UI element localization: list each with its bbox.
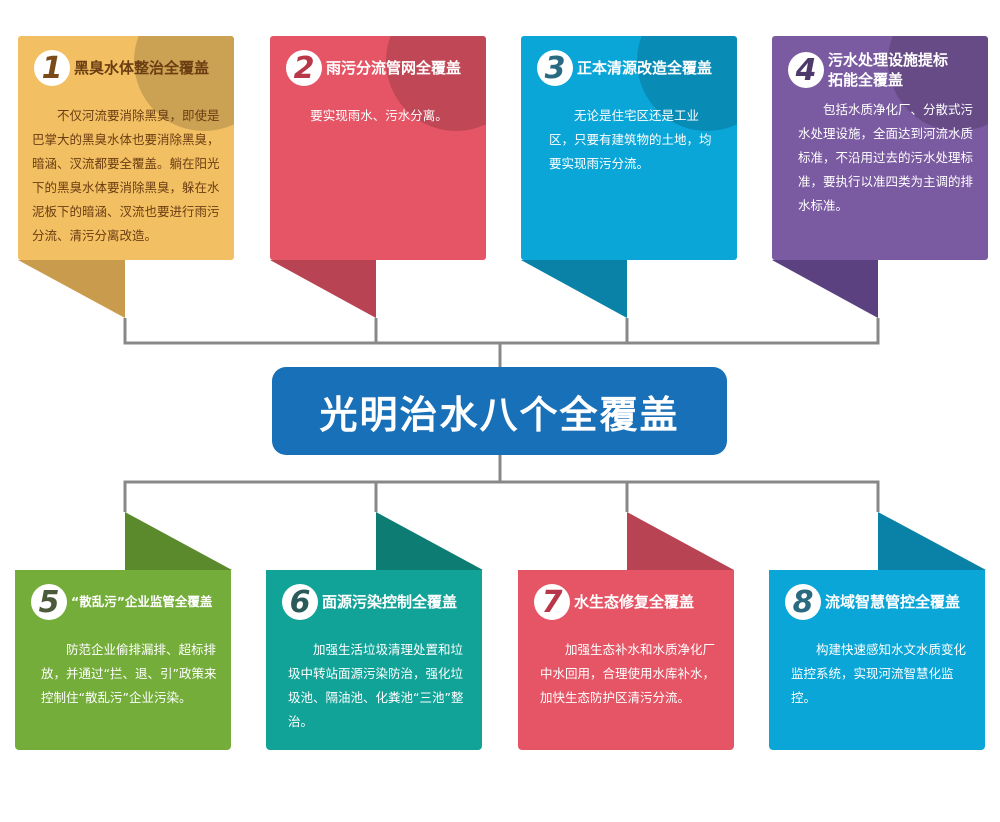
card-body: 包括水质净化厂、分散式污水处理设施，全面达到河流水质标准，不沿用过去的污水处理标… bbox=[798, 102, 974, 213]
fold-2 bbox=[270, 260, 376, 318]
card-title: 水生态修复全覆盖 bbox=[574, 593, 695, 611]
card-body: 不仅河流要消除黑臭，即使是巴掌大的黑臭水体也要消除黑臭，暗涵、汊流都要全覆盖。躺… bbox=[32, 108, 220, 243]
card-body: 防范企业偷排漏排、超标排放，并通过“拦、退、引”政策来控制住“散乱污”企业污染。 bbox=[41, 642, 217, 705]
card-title: “散乱污”企业监管全覆盖 bbox=[71, 594, 213, 609]
fold-3 bbox=[521, 260, 627, 318]
card-title: 污水处理设施提标拓能全覆盖 bbox=[828, 51, 949, 89]
card-body: 加强生活垃圾清理处置和垃圾中转站面源污染防治，强化垃圾池、隔油池、化粪池“三池”… bbox=[288, 642, 464, 729]
fold-4 bbox=[772, 260, 878, 318]
number-badge: 5 bbox=[31, 584, 67, 620]
number-badge: 7 bbox=[534, 584, 570, 620]
bottom-connector bbox=[123, 455, 880, 512]
number-badge: 4 bbox=[788, 52, 824, 88]
fold-7 bbox=[627, 512, 734, 570]
card-title: 面源污染控制全覆盖 bbox=[322, 593, 458, 611]
card-body: 加强生态补水和水质净化厂中水回用，合理使用水库补水，加快生态防护区清污分流。 bbox=[540, 642, 716, 705]
center-title: 光明治水八个全覆盖 bbox=[272, 367, 727, 455]
card-title: 流域智慧管控全覆盖 bbox=[825, 593, 961, 611]
fold-5 bbox=[125, 512, 232, 570]
fold-1 bbox=[18, 260, 125, 318]
card-title: 雨污分流管网全覆盖 bbox=[326, 59, 462, 77]
card-title: 正本清源改造全覆盖 bbox=[577, 59, 713, 77]
fold-6 bbox=[376, 512, 483, 570]
card-body: 构建快速感知水文水质变化监控系统，实现河流智慧化监控。 bbox=[791, 642, 967, 705]
card-5: 5 “散乱污”企业监管全覆盖 防范企业偷排漏排、超标排放，并通过“拦、退、引”政策… bbox=[15, 570, 231, 750]
number-badge: 1 bbox=[34, 50, 70, 86]
card-body: 要实现雨水、污水分离。 bbox=[310, 108, 448, 123]
card-body: 无论是住宅区还是工业区，只要有建筑物的土地，均要实现雨污分流。 bbox=[549, 108, 712, 171]
number-badge: 3 bbox=[537, 50, 573, 86]
number-badge: 6 bbox=[282, 584, 318, 620]
card-title: 黑臭水体整治全覆盖 bbox=[74, 59, 210, 77]
number-badge: 8 bbox=[785, 584, 821, 620]
top-connector bbox=[123, 318, 880, 368]
number-badge: 2 bbox=[286, 50, 322, 86]
fold-8 bbox=[878, 512, 986, 570]
